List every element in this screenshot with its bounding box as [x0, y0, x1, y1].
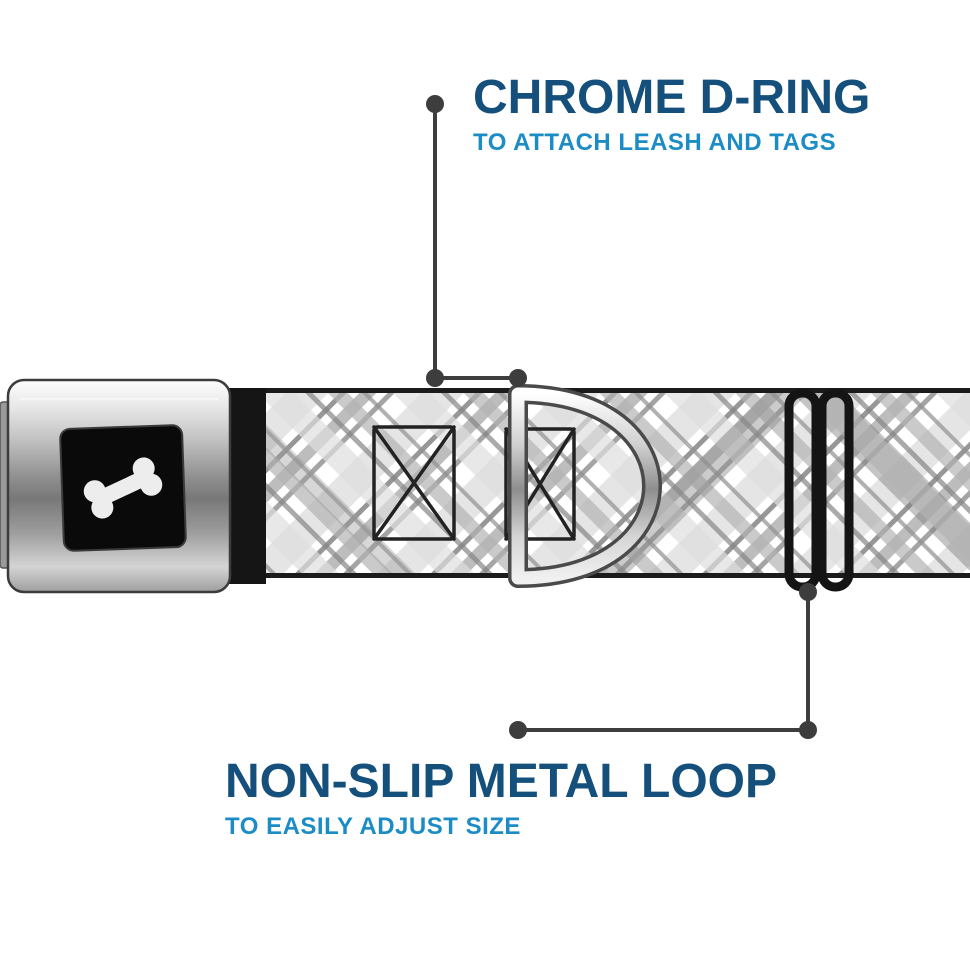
- annotation-top-title: CHROME D-RING: [473, 71, 871, 124]
- seatbelt-buckle: [0, 378, 266, 594]
- annotation-bottom: NON-SLIP METAL LOOP TO EASILY ADJUST SIZ…: [225, 758, 777, 841]
- annotation-bottom-subtitle: TO EASILY ADJUST SIZE: [225, 813, 521, 840]
- callout-dot: [799, 583, 817, 601]
- strap-top-edge: [235, 388, 970, 393]
- stitch-box: [372, 425, 456, 541]
- strap-bottom-edge: [235, 573, 970, 578]
- callout-dot: [509, 721, 527, 739]
- chrome-d-ring-icon: [508, 384, 662, 588]
- callout-bottom: [509, 583, 817, 739]
- callout-dot: [426, 369, 444, 387]
- callout-dot: [799, 721, 817, 739]
- annotation-top: CHROME D-RING TO ATTACH LEASH AND TAGS: [473, 74, 870, 157]
- callout-dot: [426, 95, 444, 113]
- callout-top: [426, 95, 527, 387]
- annotation-bottom-title: NON-SLIP METAL LOOP: [225, 755, 778, 808]
- annotation-top-subtitle: TO ATTACH LEASH AND TAGS: [473, 129, 837, 156]
- bone-icon: [83, 457, 163, 519]
- callout-dot: [509, 369, 527, 387]
